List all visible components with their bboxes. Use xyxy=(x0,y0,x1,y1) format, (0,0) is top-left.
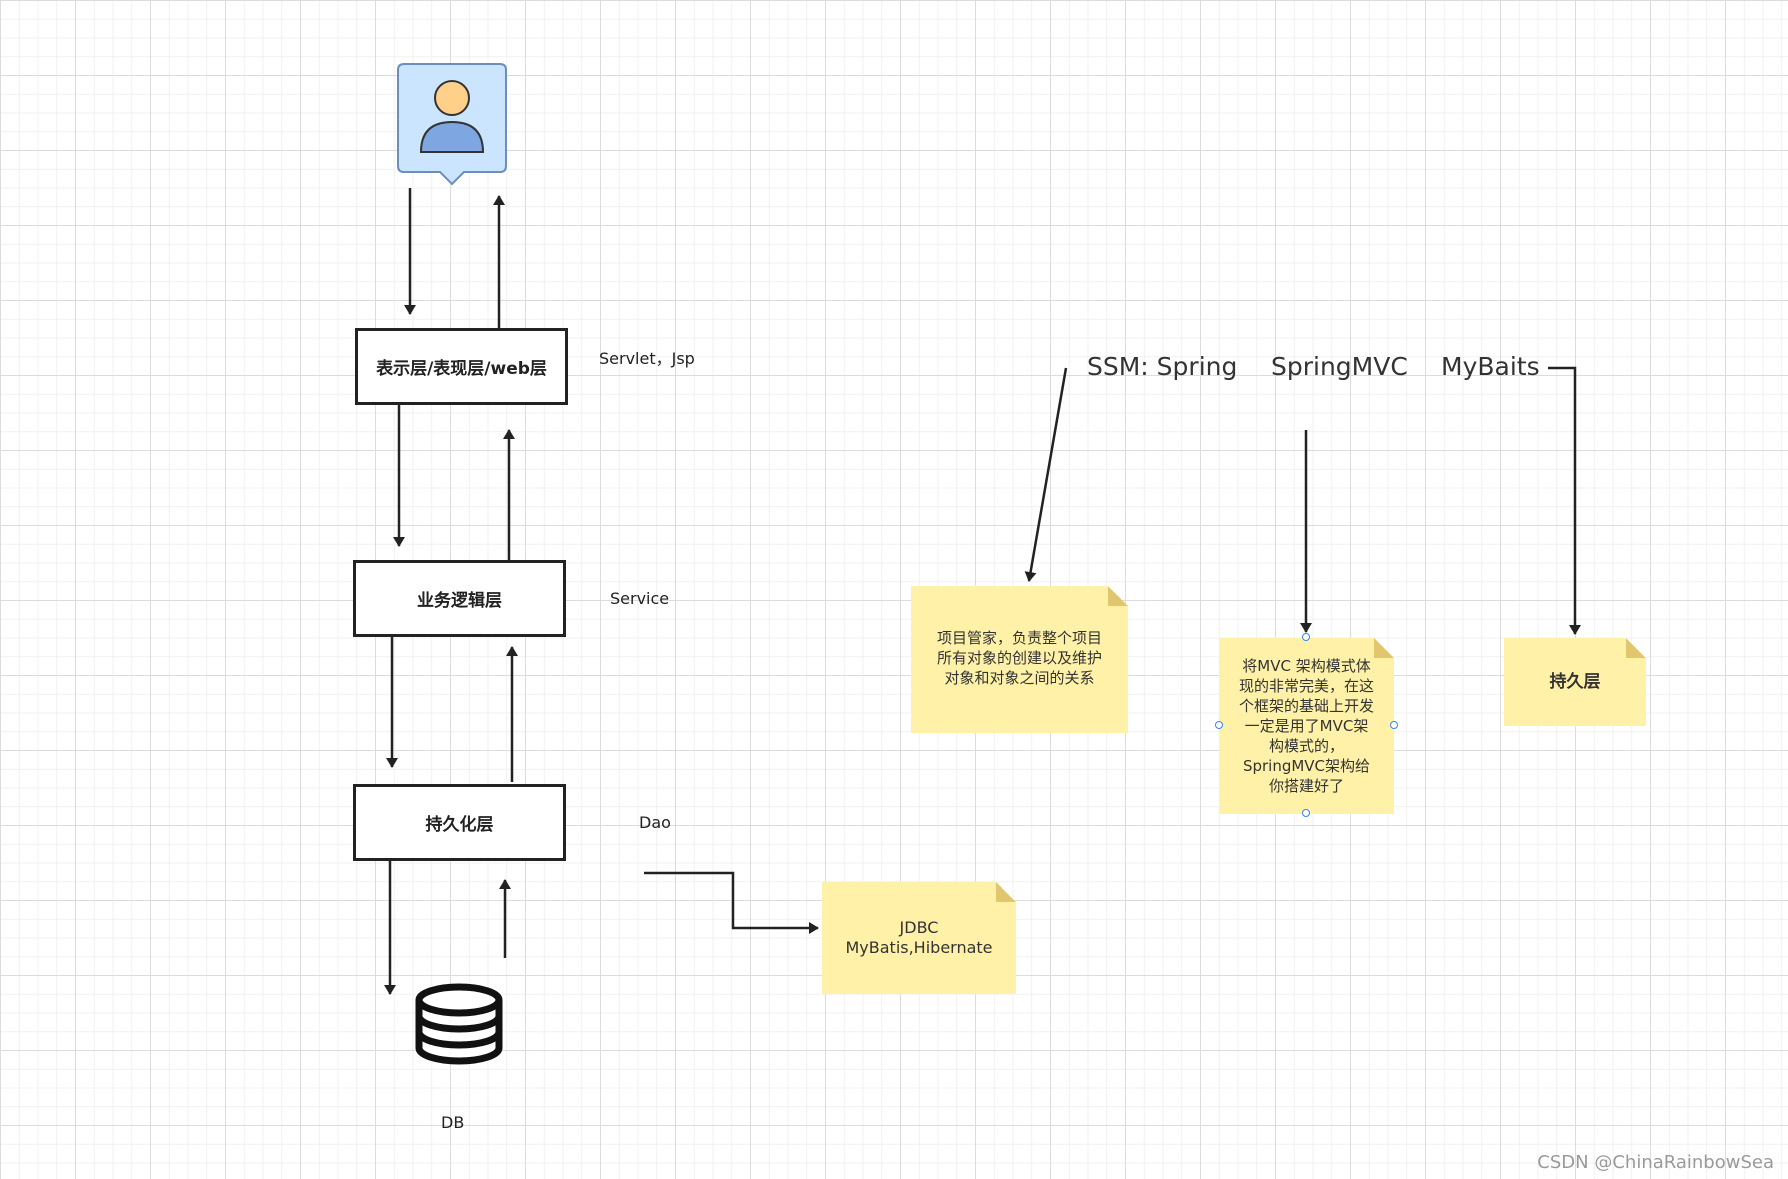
ssm-springmvc-label: SpringMVC xyxy=(1271,352,1408,381)
business-layer-label: 业务逻辑层 xyxy=(417,591,502,611)
spring-note[interactable]: 项目管家，负责整个项目 所有对象的创建以及维护 对象和对象之间的关系 xyxy=(911,586,1128,733)
watermark: CSDN @ChinaRainbowSea xyxy=(1537,1152,1774,1173)
selection-handle-top[interactable] xyxy=(1302,633,1310,641)
selection-handle-right[interactable] xyxy=(1390,721,1398,729)
jdbc-note[interactable]: JDBC MyBatis,Hibernate xyxy=(822,882,1016,994)
selection-handle-left[interactable] xyxy=(1215,721,1223,729)
user-avatar-icon[interactable] xyxy=(397,63,507,186)
selection-handle-bottom[interactable] xyxy=(1302,809,1310,817)
mybatis-note[interactable]: 持久层 xyxy=(1504,638,1646,726)
mybatis-note-text: 持久层 xyxy=(1549,672,1601,692)
persistence-layer-box[interactable]: 持久化层 xyxy=(353,784,566,861)
ssm-mybatis-label: MyBaits xyxy=(1441,352,1540,381)
web-layer-box[interactable]: 表示层/表现层/web层 xyxy=(355,328,568,405)
database-icon[interactable] xyxy=(415,983,503,1065)
springmvc-note-text: 将MVC 架构模式体 现的非常完美，在这 个框架的基础上开发 一定是用了MVC架… xyxy=(1238,657,1374,795)
arrow-mybatis-to-note xyxy=(1548,366,1581,635)
web-layer-label: 表示层/表现层/web层 xyxy=(376,359,547,379)
db-label: DB xyxy=(441,1113,465,1132)
dao-label: Dao xyxy=(639,813,671,832)
persistence-layer-label: 持久化层 xyxy=(425,815,494,835)
spring-note-text: 项目管家，负责整个项目 所有对象的创建以及维护 对象和对象之间的关系 xyxy=(936,629,1102,687)
arrow-spring-to-note xyxy=(1024,367,1068,582)
jdbc-note-text: JDBC MyBatis,Hibernate xyxy=(845,918,993,957)
service-label: Service xyxy=(610,589,670,608)
business-layer-box[interactable]: 业务逻辑层 xyxy=(353,560,566,637)
springmvc-note[interactable]: 将MVC 架构模式体 现的非常完美，在这 个框架的基础上开发 一定是用了MVC架… xyxy=(1219,638,1394,814)
connector-dao-to-jdbc xyxy=(644,871,819,934)
ssm-spring-label: SSM: Spring xyxy=(1087,352,1238,381)
servlet-jsp-label: Servlet，Jsp xyxy=(599,349,695,368)
